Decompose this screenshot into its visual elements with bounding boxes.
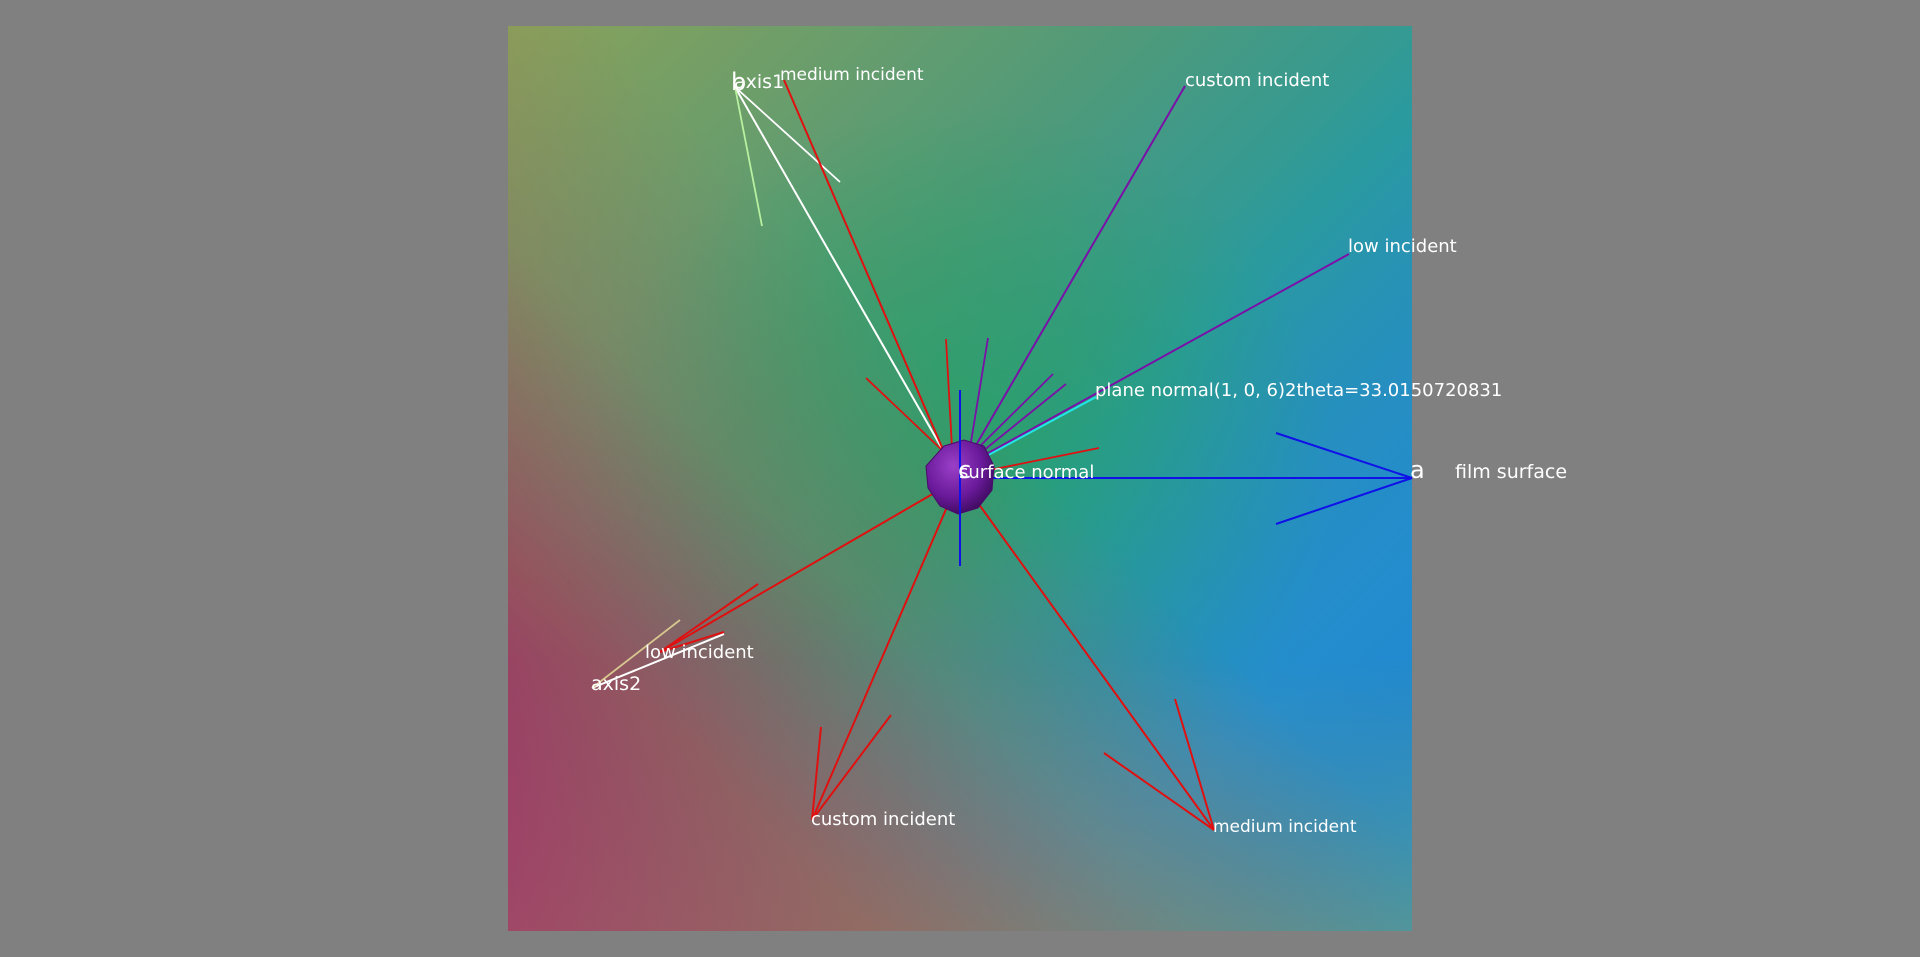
plane-normal-vector xyxy=(967,396,1097,467)
medium-incident-bottom-ray xyxy=(977,502,1215,831)
label-b: b xyxy=(731,68,746,96)
label-axis1: axis1 xyxy=(734,71,784,93)
label-axis2: axis2 xyxy=(591,673,641,695)
label-c: c xyxy=(958,456,971,484)
film-surface-axis xyxy=(960,432,1413,525)
medium-incident-top-ray xyxy=(783,79,945,453)
label-a: a xyxy=(1410,456,1425,484)
label-plane-normal: plane normal(1, 0, 6)2theta=33.015072083… xyxy=(1095,380,1502,401)
label-medium-incident-bottom: medium incident xyxy=(1213,817,1357,837)
label-custom-incident-top: custom incident xyxy=(1185,70,1329,91)
label-low-incident-right: low incident xyxy=(1348,236,1457,257)
low-incident-right-ray xyxy=(971,253,1350,463)
label-low-incident-left: low incident xyxy=(645,642,754,663)
reflected-arrowheads-top xyxy=(865,337,1100,471)
sample-sphere xyxy=(925,439,995,515)
low-incident-left-ray xyxy=(659,491,937,653)
axis2-arrow xyxy=(591,619,725,689)
label-film-surface: film surface xyxy=(1455,461,1567,483)
custom-incident-top-ray xyxy=(971,85,1186,453)
label-medium-incident-top: medium incident xyxy=(780,65,924,85)
label-custom-incident-bottom: custom incident xyxy=(811,809,955,830)
axis1-arrow xyxy=(734,86,945,453)
label-surface-normal: surface normal xyxy=(959,462,1094,483)
custom-incident-bottom-ray xyxy=(811,499,951,821)
